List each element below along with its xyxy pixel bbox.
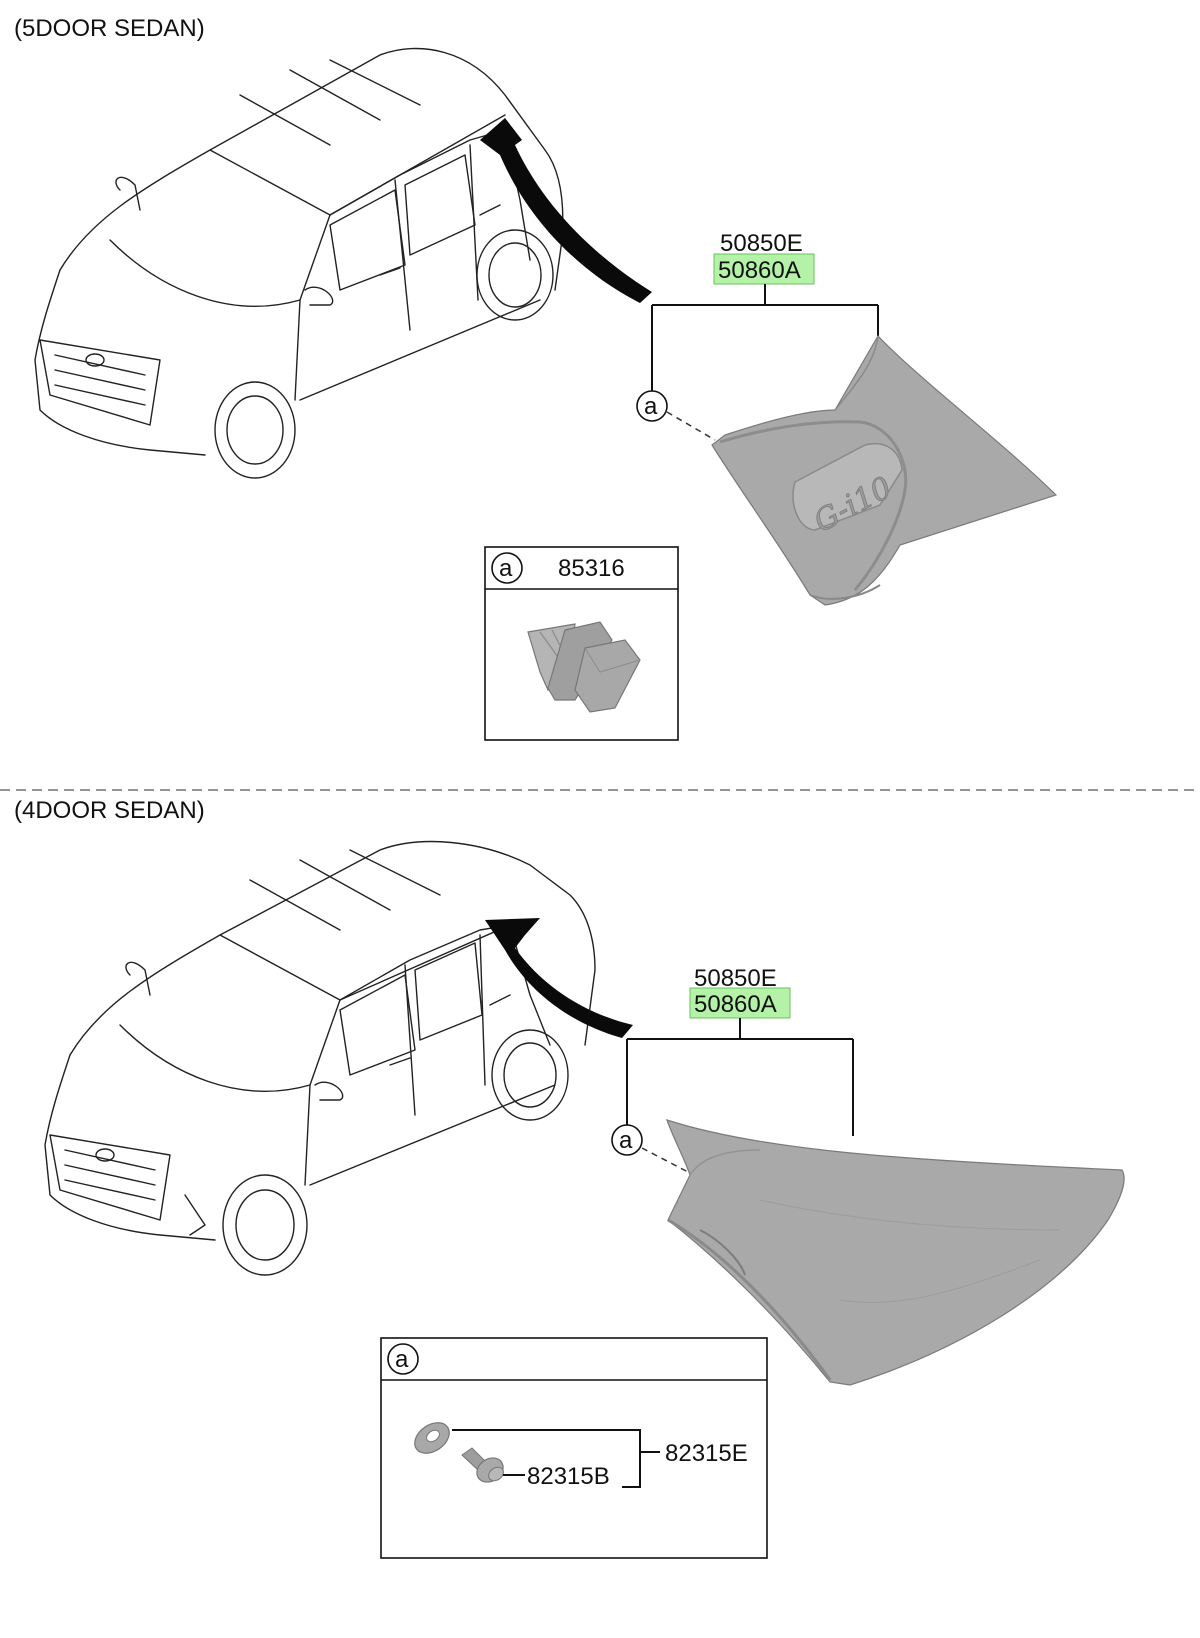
part-label-82315b: 82315B	[527, 1463, 610, 1490]
detail-box-1: a 85316	[484, 546, 679, 741]
leader-lines-2	[626, 1018, 854, 1136]
callout-letter-1: a	[644, 393, 658, 420]
part-label-50850e-1: 50850E	[720, 230, 803, 257]
callout-circle-1	[636, 390, 668, 422]
detail-box-2-circle	[387, 1343, 419, 1375]
car-illustration-2	[44, 840, 596, 1276]
detail-box-1-letter: a	[499, 555, 513, 582]
pointer-arrow-2	[485, 918, 633, 1038]
bolt-icon	[461, 1447, 504, 1483]
dashed-pointer-2	[641, 1147, 689, 1173]
pointer-arrow-1	[480, 118, 652, 303]
leader-lines-1	[651, 284, 879, 392]
clip-85316-icon	[527, 621, 641, 713]
washer-icon	[414, 1422, 450, 1454]
car-illustration-1	[34, 47, 564, 479]
part-label-50860a-2: 50860A	[694, 991, 777, 1018]
callout-letter-2: a	[619, 1127, 633, 1154]
detail-box-2: a 82315E 82315B	[380, 1337, 768, 1559]
callout-circle-2	[611, 1124, 643, 1156]
leader-lines-detail-2	[452, 1429, 660, 1488]
detail-box-1-circle	[491, 552, 523, 584]
dashed-pointer-1	[666, 411, 716, 441]
section-2-title: (4DOOR SEDAN)	[14, 797, 205, 824]
part-label-82315e: 82315E	[665, 1440, 748, 1467]
section-1-title: (5DOOR SEDAN)	[14, 15, 205, 42]
garnish-part-5door: G-i10	[711, 335, 1058, 606]
part-label-50860a-1: 50860A	[718, 257, 801, 284]
highlight-50860a-2	[689, 987, 791, 1019]
garnish-part-4door	[666, 1119, 1125, 1386]
detail-box-2-letter: a	[395, 1346, 409, 1373]
part-label-85316: 85316	[558, 555, 625, 582]
highlight-50860a-1	[713, 253, 815, 285]
